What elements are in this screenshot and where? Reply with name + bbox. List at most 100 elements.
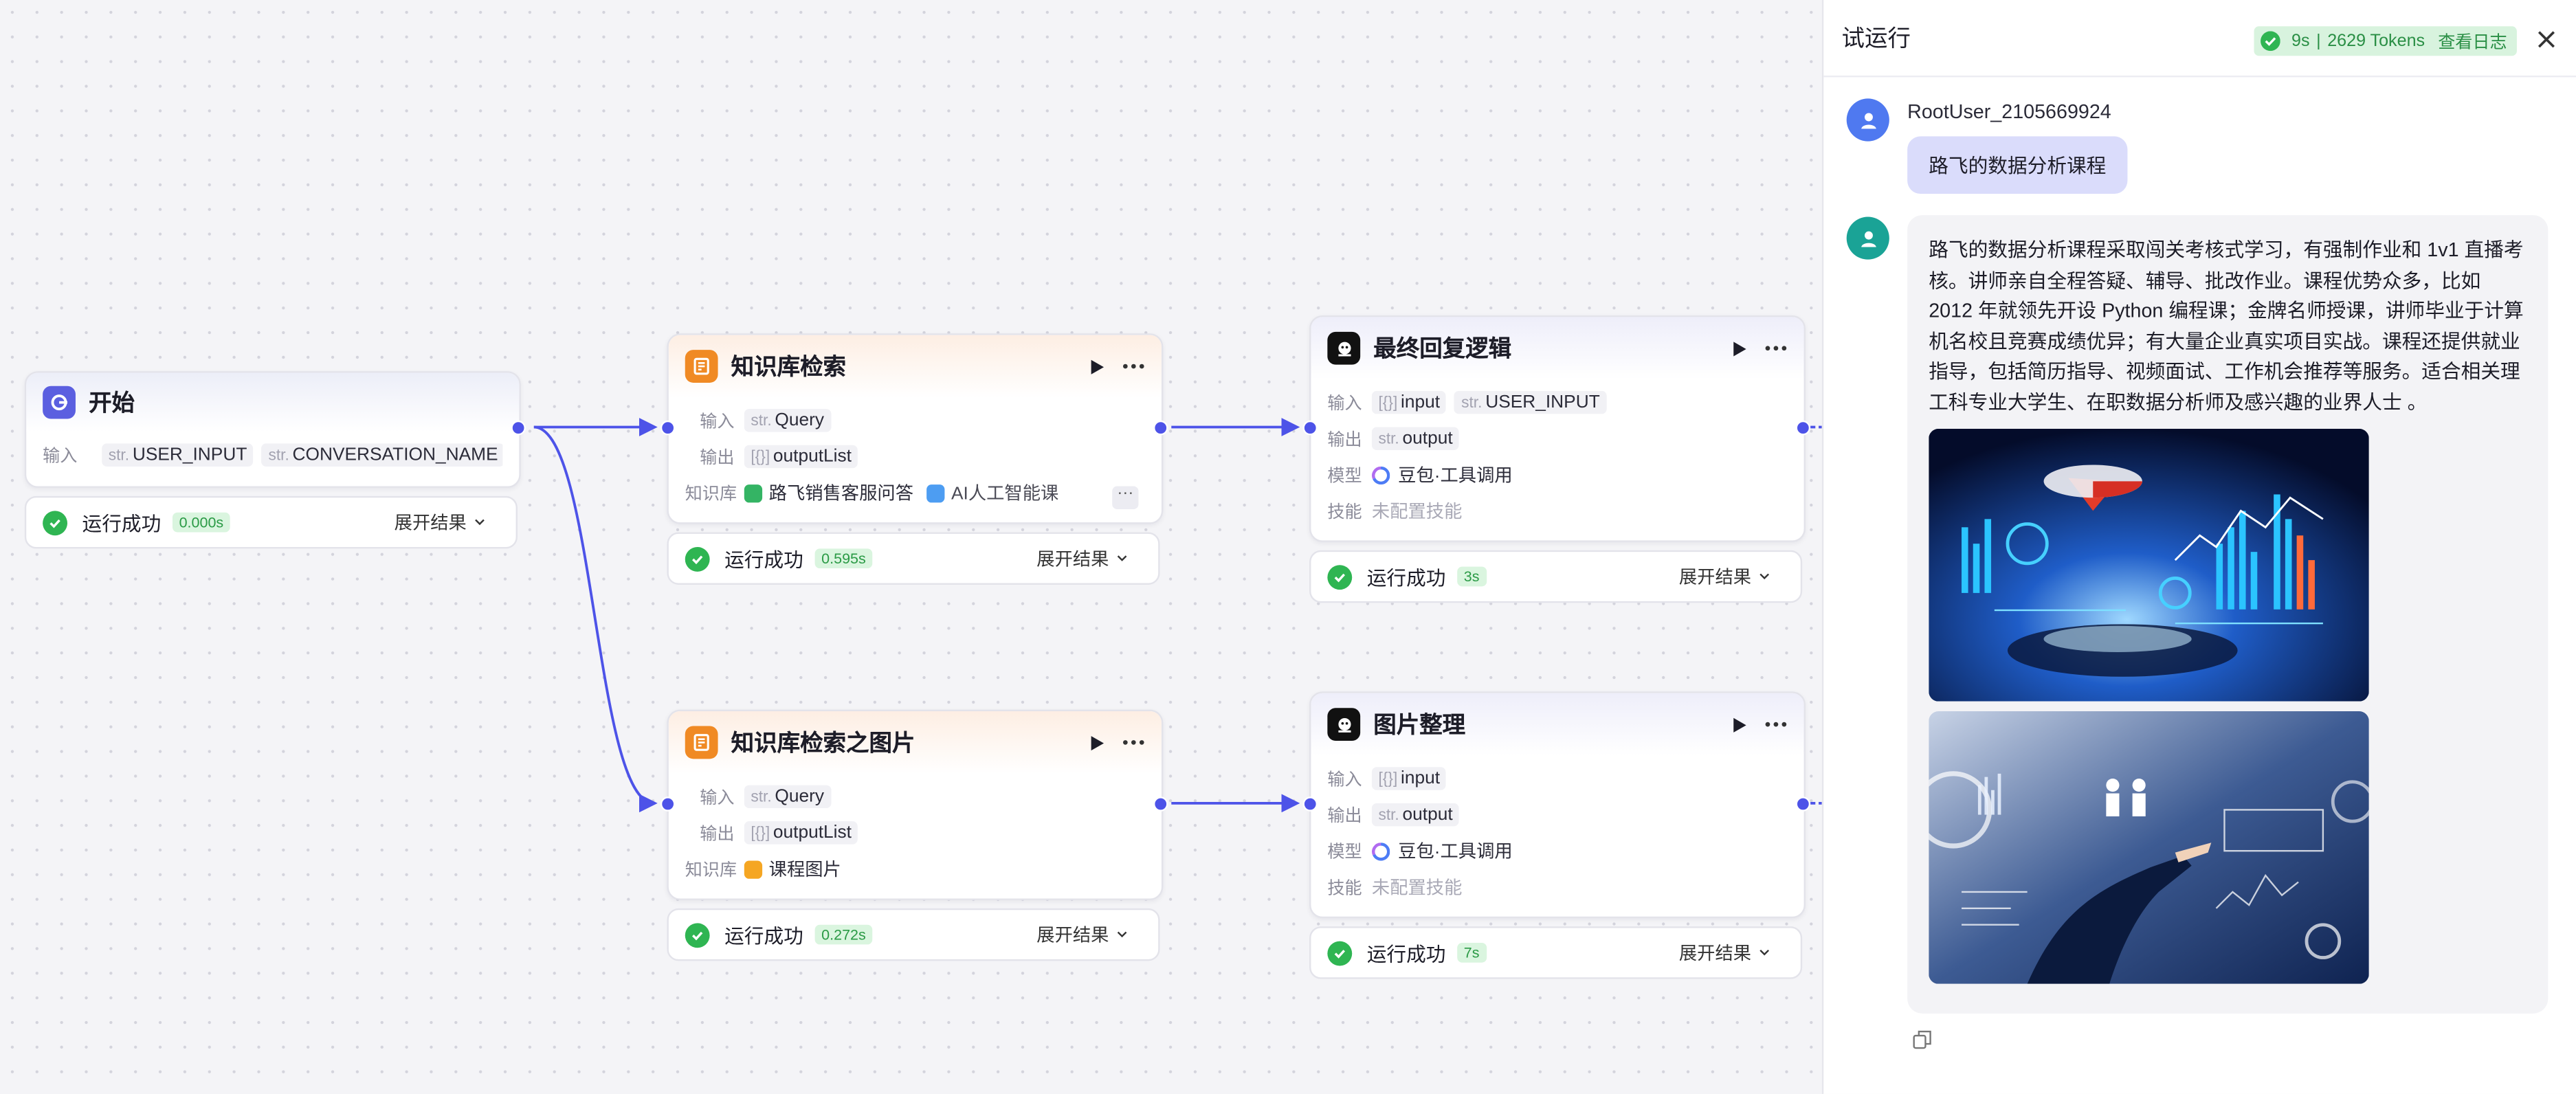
node-final-reply[interactable]: 最终回复逻辑 输入 [{}]input str.USER_INPUT 输出 st… — [1309, 315, 1806, 542]
type-tag: str. — [1378, 429, 1399, 448]
variable-name: output — [1402, 805, 1453, 825]
edge-start-to-kb-search-images — [533, 425, 658, 813]
row-label: 模型 — [1327, 465, 1362, 486]
expand-result-button[interactable]: 展开结果 — [1679, 939, 1771, 965]
node-kb-search-images[interactable]: 知识库检索之图片 输入 str.Query 输出 [{}]outputList … — [667, 709, 1164, 900]
knowledge-base-icon — [685, 726, 718, 759]
node-input-row: 输入 [{}]input str.USER_INPUT — [1327, 384, 1787, 421]
expand-result-button[interactable]: 展开结果 — [1679, 563, 1771, 590]
variable-chip: str.USER_INPUT — [1454, 390, 1607, 414]
doubao-model-icon — [1372, 465, 1390, 484]
answer-image-data-analytics[interactable] — [1929, 428, 2369, 702]
knowledge-item: 路飞销售客服问答 — [744, 480, 913, 506]
status-text: 运行成功 — [1366, 941, 1446, 965]
bot-avatar — [1846, 216, 1889, 260]
more-options-icon[interactable] — [1122, 739, 1145, 746]
node-kb-search[interactable]: 知识库检索 输入 str.Query 输出 [{}]outputList 知识库 — [667, 333, 1164, 524]
type-tag: [{}] — [1378, 769, 1398, 788]
node-image-organize[interactable]: 图片整理 输入 [{}]input 输出 str.output 模型 — [1309, 691, 1806, 919]
input-port[interactable] — [1302, 796, 1318, 812]
output-port[interactable] — [511, 420, 526, 436]
expand-result-button[interactable]: 展开结果 — [395, 509, 487, 535]
copy-icon[interactable] — [1912, 1030, 1932, 1050]
token-count: 2629 Tokens — [2327, 31, 2425, 52]
output-port[interactable] — [1795, 420, 1811, 436]
variable-name: USER_INPUT — [1485, 392, 1600, 412]
knowledge-name: 课程图片 — [768, 860, 841, 881]
chevron-down-icon — [1117, 931, 1127, 938]
node-header: 知识库检索 — [668, 335, 1162, 398]
llm-model-icon — [1327, 708, 1361, 741]
more-options-icon[interactable] — [1764, 345, 1787, 352]
workflow-edges — [533, 418, 1822, 813]
node-header: 最终回复逻辑 — [1311, 317, 1804, 380]
success-check-icon — [1327, 940, 1353, 965]
run-status-image-organize: 运行成功 7s 展开结果 — [1309, 926, 1803, 979]
chevron-down-icon — [1759, 949, 1770, 956]
input-port[interactable] — [660, 796, 676, 812]
row-label: 输入 — [1327, 393, 1362, 414]
variable-chip: str.Query — [744, 785, 831, 809]
status-text: 运行成功 — [82, 511, 162, 535]
knowledge-name: AI人工智能课 — [951, 484, 1059, 504]
more-knowledge-icon[interactable]: ··· — [1112, 485, 1139, 509]
type-tag: [{}] — [751, 823, 770, 842]
variable-name: input — [1401, 392, 1441, 412]
variable-chip: str.CONVERSATION_NAME — [261, 443, 503, 467]
node-start[interactable]: 开始 输入 str.USER_INPUT str.CONVERSATION_NA… — [24, 371, 521, 488]
workflow-canvas[interactable]: 开始 输入 str.USER_INPUT str.CONVERSATION_NA… — [0, 0, 1822, 1094]
node-header: 知识库检索之图片 — [668, 711, 1162, 774]
answer-image-business-tech[interactable] — [1929, 711, 2369, 984]
node-model-row: 模型 豆包·工具调用 — [1327, 457, 1787, 493]
row-label: 输出 — [700, 447, 735, 468]
node-knowledge-row: 知识库 课程图片 — [685, 851, 1145, 887]
output-port[interactable] — [1795, 796, 1811, 812]
node-title: 图片整理 — [1373, 711, 1466, 738]
user-name: RootUser_2105669924 — [1907, 100, 2111, 124]
close-icon[interactable] — [2537, 30, 2557, 49]
success-check-icon — [2260, 31, 2280, 52]
input-port[interactable] — [660, 420, 676, 436]
node-knowledge-row: 知识库 路飞销售客服问答 AI人工智能课 — [685, 475, 1145, 511]
row-label: 技能 — [1327, 878, 1362, 898]
expand-result-button[interactable]: 展开结果 — [1036, 922, 1129, 948]
output-port[interactable] — [1153, 796, 1168, 812]
run-node-icon[interactable] — [1087, 733, 1105, 751]
business-tech-illustration — [1929, 711, 2369, 984]
run-duration: 9s — [2291, 31, 2310, 52]
status-text: 运行成功 — [724, 548, 803, 571]
view-log-link[interactable]: 查看日志 — [2438, 32, 2507, 52]
knowledge-base-icon — [685, 350, 718, 383]
run-node-icon[interactable] — [1730, 715, 1748, 733]
row-label: 知识库 — [685, 483, 737, 504]
bot-message-bubble: 路飞的数据分析课程采取闯关考核式学习，有强制作业和 1v1 直播考核。讲师亲自全… — [1907, 215, 2549, 1014]
row-label: 技能 — [1327, 502, 1362, 522]
run-node-icon[interactable] — [1087, 357, 1105, 375]
run-status-start: 运行成功 0.000s 展开结果 — [24, 495, 518, 549]
separator: | — [2316, 31, 2321, 52]
node-title: 开始 — [89, 389, 135, 416]
status-text: 运行成功 — [724, 924, 803, 948]
user-message-text: 路飞的数据分析课程 — [1929, 154, 2107, 178]
node-output-row: 输出 str.output — [1327, 421, 1787, 457]
run-summary-badge: 9s | 2629 Tokens 查看日志 — [2254, 26, 2517, 56]
node-input-row: 输入 [{}]input — [1327, 761, 1787, 797]
more-options-icon[interactable] — [1122, 363, 1145, 370]
duration-badge: 7s — [1457, 943, 1487, 963]
expand-result-button[interactable]: 展开结果 — [1036, 546, 1129, 572]
run-node-icon[interactable] — [1730, 339, 1748, 357]
success-check-icon — [685, 922, 710, 948]
type-tag: [{}] — [751, 447, 770, 466]
row-label: 输入 — [43, 445, 78, 466]
model-value: 豆包·工具调用 — [1372, 462, 1513, 488]
node-skill-row: 技能 未配置技能 — [1327, 493, 1787, 529]
output-port[interactable] — [1153, 420, 1168, 436]
more-options-icon[interactable] — [1764, 721, 1787, 728]
input-port[interactable] — [1302, 420, 1318, 436]
skill-empty-text: 未配置技能 — [1371, 878, 1463, 899]
expand-label: 展开结果 — [1036, 550, 1109, 570]
row-label: 输入 — [1327, 769, 1362, 790]
type-tag: str. — [751, 411, 772, 430]
expand-label: 展开结果 — [1036, 926, 1109, 946]
